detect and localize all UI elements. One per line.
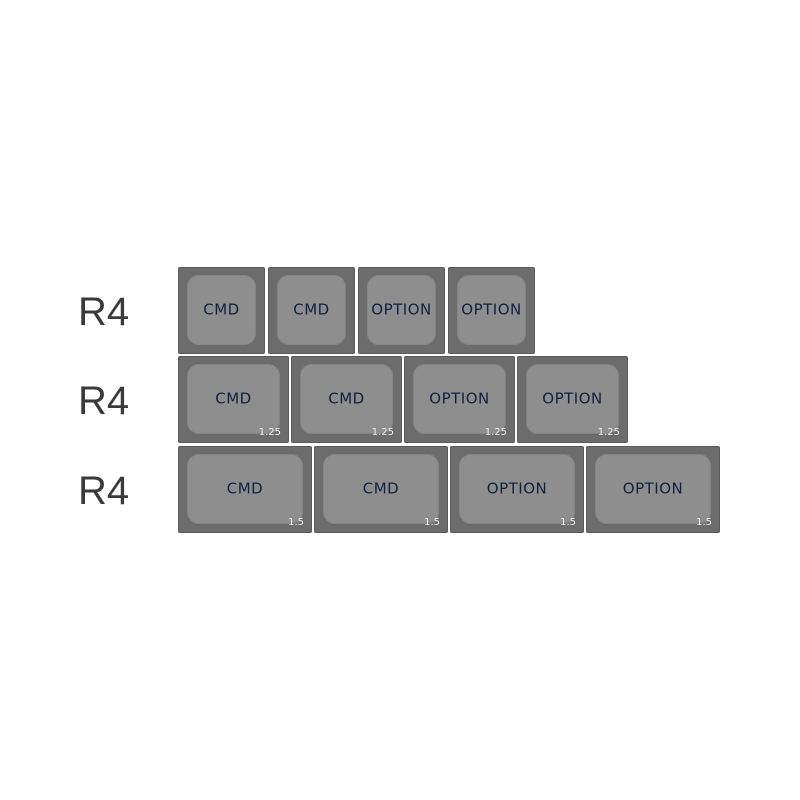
row-label-2: R4 <box>78 379 130 423</box>
keycap-top-surface <box>457 275 526 345</box>
keycap-size-label: 1.25 <box>597 427 620 438</box>
keycap-option-15u-a: OPTION 1.5 <box>450 446 584 533</box>
keycap-top-surface <box>595 454 711 524</box>
keycap-legend: OPTION <box>486 479 548 498</box>
row-label-3: R4 <box>78 469 130 513</box>
keycap-top-surface <box>459 454 575 524</box>
keycap-option-125u-a: OPTION 1.25 <box>404 356 515 443</box>
keycap-option-1u-b: OPTION <box>448 267 535 354</box>
keycap-legend: CMD <box>362 479 400 498</box>
keycap-top-surface <box>300 364 393 434</box>
keycap-cmd-15u-a: CMD 1.5 <box>178 446 312 533</box>
keycap-option-1u-a: OPTION <box>358 267 445 354</box>
keycap-top-surface <box>367 275 436 345</box>
row-label-1: R4 <box>78 290 130 334</box>
keycap-top-surface <box>526 364 619 434</box>
keycap-cmd-1u-a: CMD <box>178 267 265 354</box>
keycap-option-15u-b: OPTION 1.5 <box>586 446 720 533</box>
keycap-cmd-125u-b: CMD 1.25 <box>291 356 402 443</box>
keycap-legend: OPTION <box>542 389 603 408</box>
keycap-top-surface <box>323 454 439 524</box>
keycap-legend: CMD <box>215 389 252 408</box>
keycap-top-surface <box>277 275 346 345</box>
keycap-top-surface <box>187 275 256 345</box>
keycap-legend: CMD <box>226 479 264 498</box>
keycap-legend: OPTION <box>371 300 432 319</box>
keycap-top-surface <box>187 364 280 434</box>
keycap-top-surface <box>413 364 506 434</box>
keycap-legend: OPTION <box>429 389 490 408</box>
keycap-size-label: 1.25 <box>371 427 394 438</box>
keycap-legend: OPTION <box>622 479 684 498</box>
keycap-legend: CMD <box>293 300 330 319</box>
keycap-top-surface <box>187 454 303 524</box>
keycap-size-label: 1.25 <box>258 427 281 438</box>
keycap-cmd-15u-b: CMD 1.5 <box>314 446 448 533</box>
keycap-size-label: 1.5 <box>288 517 304 528</box>
keycap-cmd-125u-a: CMD 1.25 <box>178 356 289 443</box>
keycap-size-label: 1.25 <box>484 427 507 438</box>
keycap-size-label: 1.5 <box>696 517 712 528</box>
keycap-size-label: 1.5 <box>424 517 440 528</box>
keycap-option-125u-b: OPTION 1.25 <box>517 356 628 443</box>
keycap-legend: CMD <box>328 389 365 408</box>
keycap-cmd-1u-b: CMD <box>268 267 355 354</box>
keycap-legend: OPTION <box>461 300 522 319</box>
keycap-size-label: 1.5 <box>560 517 576 528</box>
keycap-legend: CMD <box>203 300 240 319</box>
